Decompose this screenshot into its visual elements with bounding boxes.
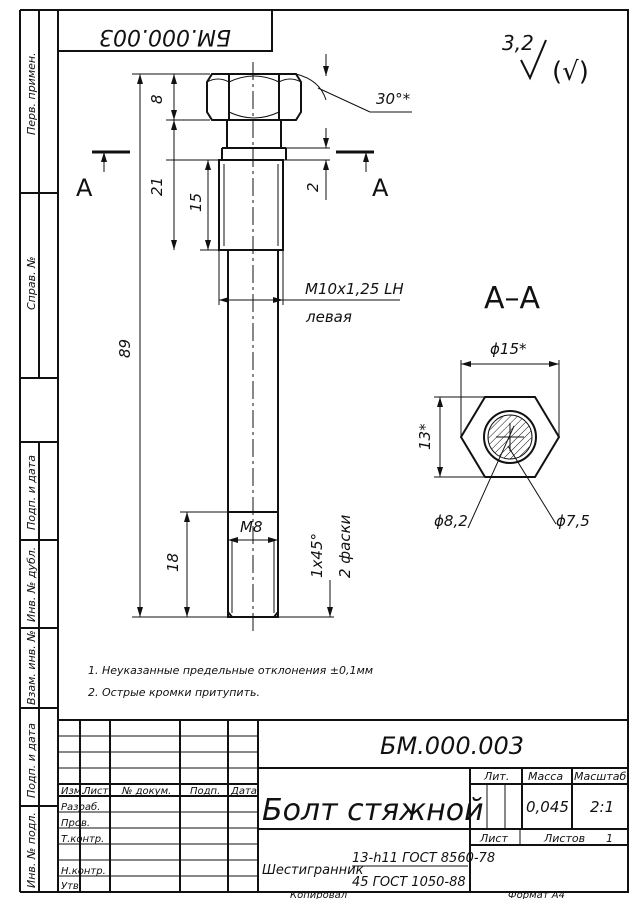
side-label-inv-podl: Инв. № подл. bbox=[25, 812, 38, 888]
roughness-mark: 3,2 (√) bbox=[502, 31, 589, 87]
side-label-podp-data-2: Подп. и дата bbox=[25, 723, 38, 798]
side-label-inv-dubl: Инв. № дубл. bbox=[25, 547, 38, 622]
title-block-grid bbox=[58, 719, 628, 892]
top-code-box bbox=[57, 9, 273, 52]
col-data: Дата bbox=[230, 786, 257, 797]
dim-thread-length: 15 bbox=[187, 193, 205, 212]
dim-chamfer-note: 2 фаски bbox=[336, 514, 354, 578]
section-marker-left: А bbox=[76, 150, 130, 202]
side-label-podp-data-1: Подп. и дата bbox=[25, 455, 38, 530]
row-tkontr: Т.контр. bbox=[61, 834, 104, 845]
dim-total-length: 89 bbox=[116, 339, 134, 358]
dim-thread-spec: М10х1,25 LH bbox=[305, 280, 404, 298]
dim-head-height: 8 bbox=[148, 94, 166, 104]
section-dia-outer: ϕ8,2 bbox=[434, 512, 468, 530]
list-label: Лист bbox=[479, 832, 508, 845]
section-view bbox=[434, 360, 561, 529]
col-podp: Подп. bbox=[190, 786, 220, 797]
scale-value: 2:1 bbox=[590, 798, 614, 816]
dimension-lines bbox=[132, 54, 412, 618]
title-block-thin-lines bbox=[58, 735, 521, 877]
section-view-title: А–А bbox=[484, 281, 541, 316]
footer-kopiroval: Копировал bbox=[290, 890, 348, 899]
col-izm: Изм. bbox=[61, 786, 85, 797]
material-prefix: Шестигранник bbox=[262, 863, 364, 878]
side-label-vzam-inv: Взам. инв. № bbox=[25, 630, 38, 705]
note-2: 2. Острые кромки притупить. bbox=[88, 686, 260, 699]
part-title: Болт стяжной bbox=[262, 793, 484, 828]
doc-code: БМ.000.003 bbox=[380, 732, 524, 760]
listov-value: 1 bbox=[606, 832, 613, 845]
row-razrab: Разраб. bbox=[61, 801, 100, 813]
section-letter-right: А bbox=[372, 174, 389, 202]
side-label-sprav-no: Справ. № bbox=[25, 256, 38, 310]
dim-thread-note: левая bbox=[305, 308, 352, 326]
bolt-main-view bbox=[206, 73, 302, 618]
side-label-perv-primen: Перв. примен. bbox=[25, 52, 38, 135]
dim-neck-length: 21 bbox=[148, 177, 166, 196]
head-massa: Масса bbox=[528, 770, 563, 783]
dim-chamfer-angle: 30°* bbox=[376, 90, 411, 108]
dimension-arrows bbox=[137, 66, 333, 617]
material-line1: 13-h11 ГОСТ 8560-78 bbox=[352, 851, 495, 866]
section-marker-right: А bbox=[336, 150, 389, 202]
section-hex-width: ϕ15* bbox=[490, 340, 527, 358]
row-nkontr: Н.контр. bbox=[61, 866, 106, 877]
listov-label: Листов bbox=[543, 832, 585, 845]
footer-format: Формат А4 bbox=[508, 890, 565, 899]
dim-end-thread: М8 bbox=[240, 518, 263, 536]
col-docum: № докум. bbox=[121, 786, 171, 797]
col-list: Лист bbox=[82, 786, 110, 797]
section-letter-left: А bbox=[76, 174, 93, 202]
row-prov: Пров. bbox=[61, 818, 90, 829]
head-masshtab: Масштаб bbox=[574, 770, 626, 783]
dim-thread-depth: 2 bbox=[304, 182, 322, 192]
roughness-check: (√) bbox=[552, 57, 589, 87]
roughness-value: 3,2 bbox=[502, 31, 534, 55]
top-code-mirrored: БМ.000.003 bbox=[99, 24, 231, 49]
dim-end-thread-length: 18 bbox=[164, 553, 182, 572]
drawing-frame bbox=[19, 9, 629, 893]
section-hex-flats: 13* bbox=[416, 423, 434, 450]
dim-chamfer-size: 1х45° bbox=[308, 533, 326, 578]
section-dia-inner: ϕ7,5 bbox=[556, 512, 590, 530]
head-lit: Лит. bbox=[483, 770, 509, 783]
material-line2: 45 ГОСТ 1050-88 bbox=[352, 875, 466, 890]
mass-value: 0,045 bbox=[526, 798, 569, 816]
note-1: 1. Неуказанные предельные отклонения ±0,… bbox=[88, 664, 373, 677]
row-utv: Утв. bbox=[61, 881, 82, 892]
